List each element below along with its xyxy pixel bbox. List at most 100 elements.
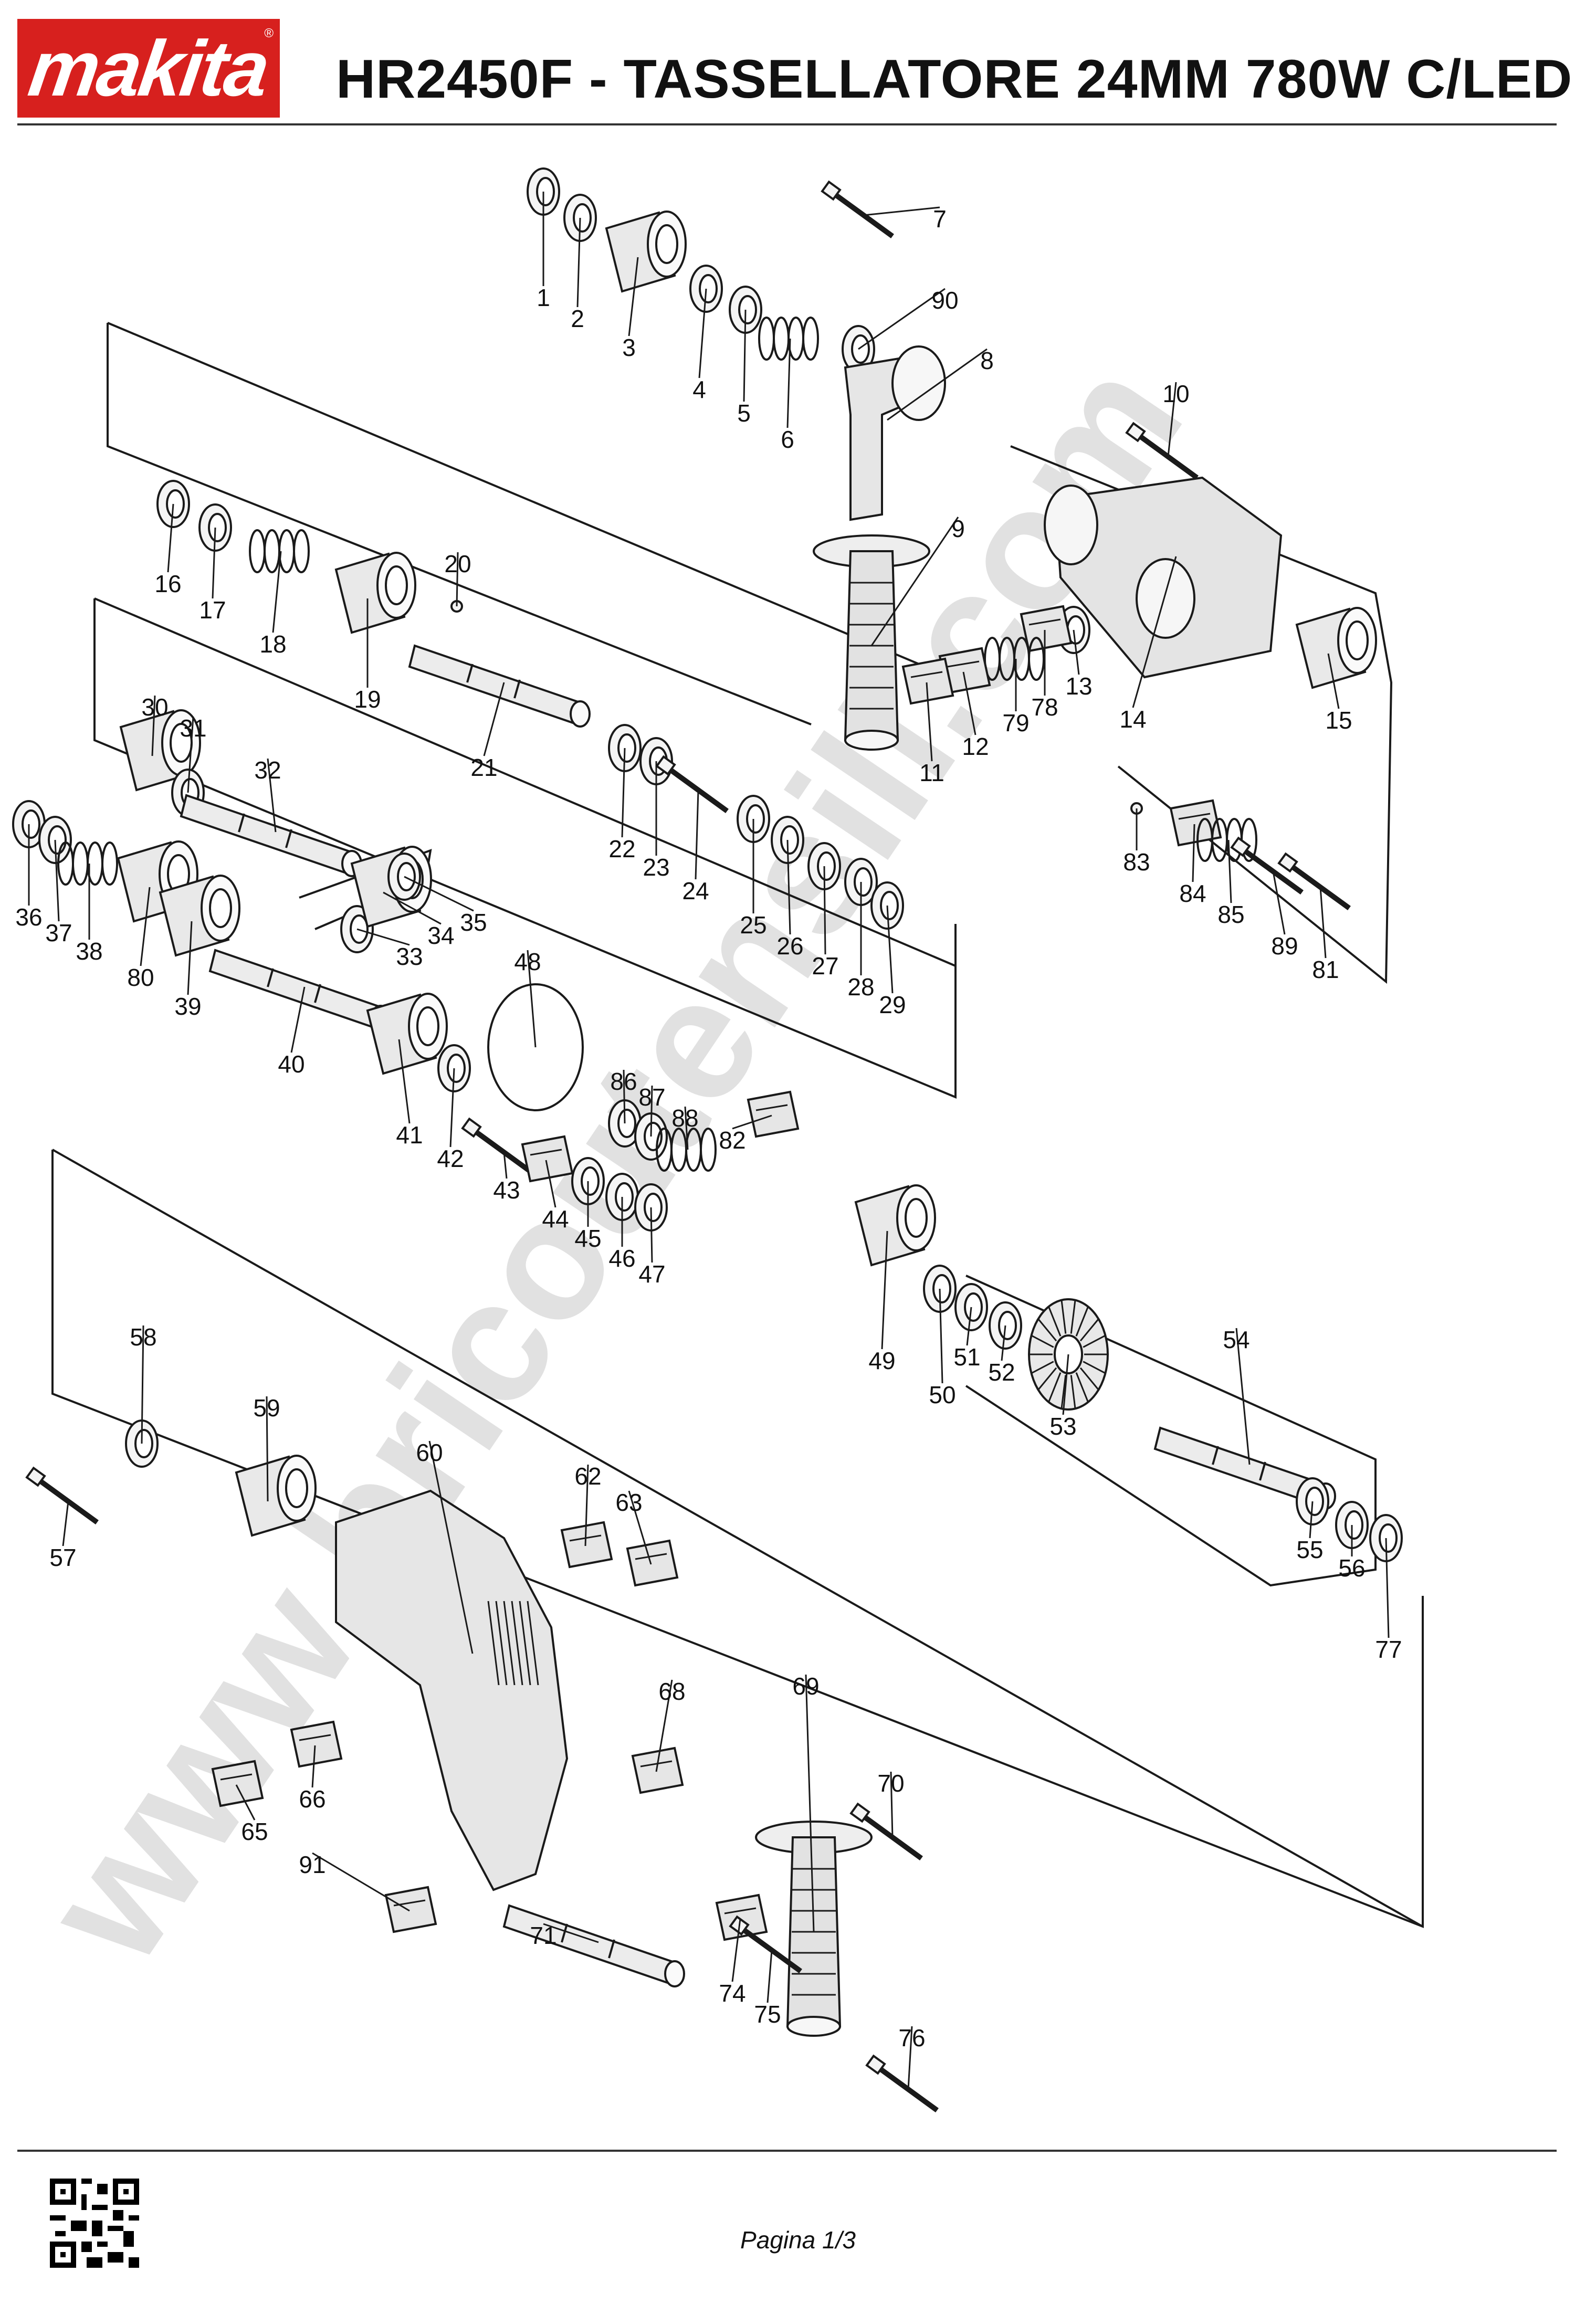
callout-77: 77: [1375, 1538, 1402, 1663]
page-title: HR2450F - TASSELLATORE 24MM 780W C/LED: [336, 49, 1573, 110]
part-65: [211, 1760, 264, 1807]
part-number-label: 70: [877, 1770, 904, 1797]
part-number-label: 63: [615, 1489, 642, 1516]
part-number-label: 30: [141, 693, 168, 721]
callout-35: 35: [404, 876, 487, 936]
part-88: [656, 1128, 717, 1172]
callout-58: 58: [130, 1323, 157, 1444]
callout-51: 51: [953, 1307, 981, 1371]
part-number-label: 42: [437, 1145, 464, 1172]
part-82: [747, 1090, 800, 1138]
callout-27: 27: [812, 866, 839, 980]
part-number-label: 38: [76, 938, 102, 965]
part-number-label: 5: [737, 399, 751, 427]
callout-8: 8: [887, 347, 994, 421]
callout-3: 3: [622, 257, 639, 361]
part-number-label: 21: [470, 754, 497, 781]
part-number-label: 80: [127, 964, 154, 991]
part-number-label: 33: [396, 943, 423, 970]
callout-71: 71: [530, 1922, 599, 1949]
callout-38: 38: [76, 864, 103, 965]
callout-13: 13: [1065, 629, 1093, 700]
callout-1: 1: [537, 192, 550, 311]
callout-10: 10: [1162, 380, 1190, 457]
callout-45: 45: [574, 1181, 602, 1252]
part-number-label: 35: [460, 909, 487, 936]
callout-91: 91: [299, 1851, 410, 1912]
callout-90: 90: [858, 287, 959, 350]
part-38: [57, 841, 118, 886]
part-number-label: 13: [1065, 672, 1092, 700]
part-number-label: 85: [1217, 901, 1244, 928]
part-number-label: 6: [781, 426, 794, 453]
callout-78: 78: [1031, 630, 1058, 721]
callout-46: 46: [608, 1197, 636, 1272]
part-57: [25, 1466, 99, 1525]
group-frame-middle: [93, 598, 957, 1099]
part-number-label: 71: [530, 1922, 556, 1949]
callout-84: 84: [1179, 824, 1206, 907]
part-number-label: 53: [1049, 1413, 1076, 1440]
part-63: [626, 1539, 679, 1587]
callout-19: 19: [354, 598, 381, 713]
callout-85: 85: [1217, 839, 1245, 928]
callout-80: 80: [127, 887, 154, 991]
part-number-label: 79: [1002, 709, 1029, 737]
callout-16: 16: [154, 503, 182, 597]
registered-mark-icon: ®: [264, 26, 274, 40]
part-number-label: 37: [45, 919, 72, 946]
part-number-label: 56: [1338, 1554, 1365, 1582]
part-number-label: 45: [574, 1225, 601, 1252]
callout-41: 41: [396, 1039, 423, 1149]
callout-32: 32: [254, 756, 281, 833]
callout-18: 18: [259, 551, 287, 658]
callout-11: 11: [919, 682, 944, 786]
parts-layer: [12, 167, 1403, 2113]
part-7: [821, 180, 894, 239]
part-number-label: 57: [49, 1544, 76, 1571]
callout-54: 54: [1223, 1326, 1251, 1465]
callout-70: 70: [877, 1770, 905, 1838]
part-21: [408, 644, 591, 728]
part-91: [384, 1886, 437, 1933]
part-number-label: 52: [988, 1359, 1015, 1386]
part-number-label: 48: [514, 948, 541, 975]
part-number-label: 43: [493, 1176, 520, 1204]
part-number-label: 25: [740, 911, 766, 939]
callout-34: 34: [383, 891, 455, 949]
armature-frame: [965, 1275, 1377, 1587]
part-number-label: 2: [571, 305, 584, 332]
part-number-label: 29: [879, 991, 906, 1018]
callout-33: 33: [356, 928, 423, 970]
part-number-label: 81: [1312, 956, 1339, 983]
callout-87: 87: [638, 1083, 666, 1137]
part-number-label: 41: [396, 1121, 423, 1149]
callout-40: 40: [278, 986, 306, 1078]
part-number-label: 24: [682, 877, 709, 904]
callout-14: 14: [1119, 556, 1177, 733]
callout-68: 68: [655, 1678, 686, 1772]
part-number-label: 89: [1271, 932, 1298, 960]
part-74: [715, 1893, 768, 1941]
callout-26: 26: [776, 839, 804, 960]
part-number-label: 11: [919, 759, 944, 786]
makita-logo: makita ®: [17, 19, 280, 118]
callout-49: 49: [868, 1230, 896, 1374]
callout-5: 5: [737, 309, 751, 427]
part-number-label: 28: [847, 973, 874, 1001]
part-number-label: 12: [962, 733, 989, 760]
callout-79: 79: [1002, 659, 1030, 737]
callout-69: 69: [792, 1672, 820, 1932]
callout-30: 30: [141, 693, 169, 756]
part-10: [1125, 422, 1199, 480]
callout-66: 66: [299, 1745, 326, 1813]
callout-6: 6: [781, 338, 794, 453]
part-30: [119, 709, 201, 792]
part-4: [689, 265, 723, 313]
callout-52: 52: [988, 1325, 1015, 1386]
part-number-label: 23: [643, 854, 669, 881]
part-39: [159, 875, 240, 957]
callout-24: 24: [682, 790, 709, 904]
callout-62: 62: [574, 1463, 602, 1546]
